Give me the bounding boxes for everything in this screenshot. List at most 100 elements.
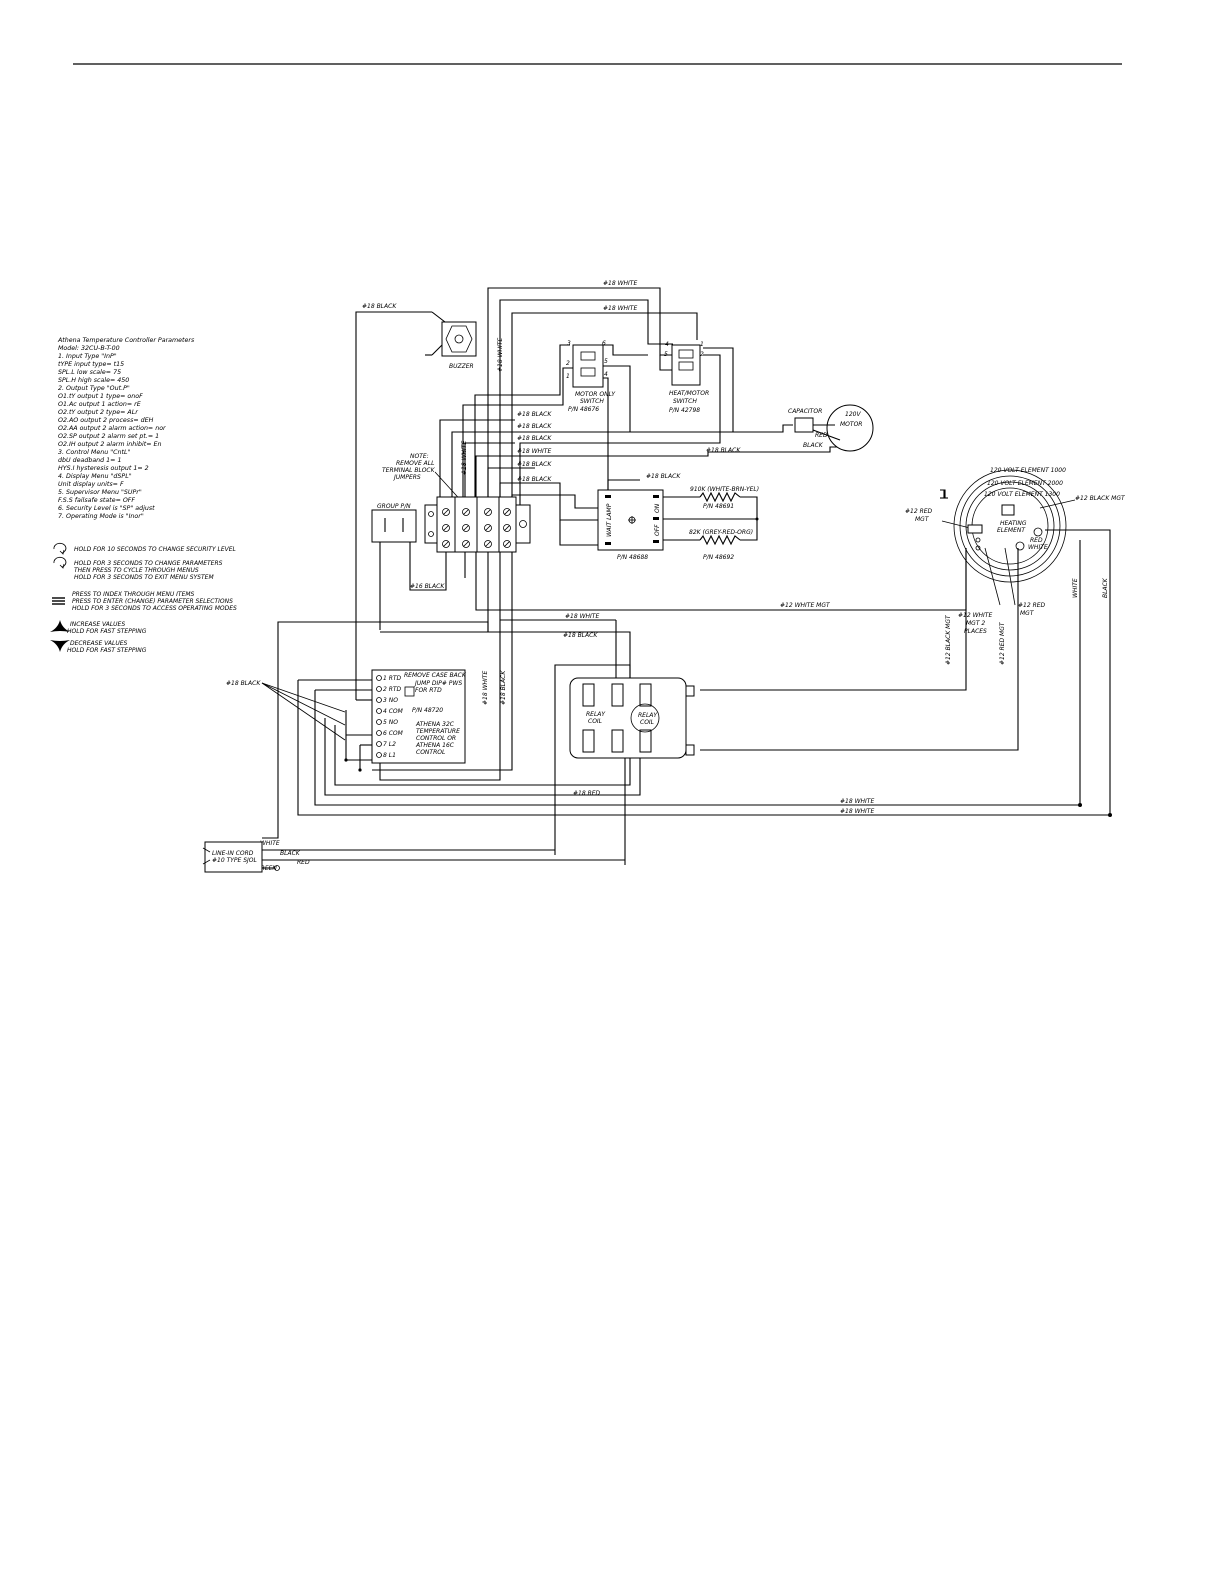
wire-label: BLACK <box>803 442 824 449</box>
cord-label: LINE-IN CORD <box>212 850 254 857</box>
param-line: Unit display units= F <box>58 480 124 488</box>
terminal-screw-slot <box>463 509 469 515</box>
svg-text:4: 4 <box>604 371 608 378</box>
controller-note: REMOVE CASE BACK <box>404 672 467 679</box>
wire-label: #12 BLACK MGT <box>1075 495 1126 502</box>
legend-4-line-1: INCREASE VALUES <box>70 621 125 628</box>
relay-center-label: COIL <box>640 719 654 726</box>
terminal-screw <box>462 524 470 532</box>
wire-label: #18 WHITE <box>497 338 504 372</box>
note-line: REMOVE ALL <box>396 460 434 467</box>
controller-terminal <box>376 708 382 714</box>
svg-text:3: 3 <box>567 340 571 347</box>
wire-labels: #18 WHITE #18 WHITE #18 BLACK #18 WHITE … <box>226 280 1126 872</box>
controller-terminal-label: 1 RTD <box>383 675 402 682</box>
wire-label: #12 BLACK MGT <box>945 614 952 665</box>
terminal-screw <box>442 524 450 532</box>
legend-2-line-2: THEN PRESS TO CYCLE THROUGH MENUS <box>74 567 199 574</box>
param-line: O1.Ac output 1 action= rE <box>58 400 141 408</box>
legend-4-line-2: HOLD FOR FAST STEPPING <box>67 628 147 635</box>
wire-label: #12 WHITE MGT <box>780 602 831 609</box>
legend-3-line-1: PRESS TO INDEX THROUGH MENU ITEMS <box>72 591 195 598</box>
controller-terminal-label: 6 COM <box>383 730 404 737</box>
controller-terminal-label: 7 L2 <box>383 741 396 748</box>
motor-only-switch-pn: P/N 48676 <box>568 406 599 413</box>
switch-pn: P/N 48688 <box>617 554 648 561</box>
wire-label: #18 BLACK <box>517 476 552 483</box>
resistor-82k: 82K (GREY-RED-ORG) <box>689 529 753 536</box>
param-line: 5. Supervisor Menu "SUPr" <box>58 489 142 496</box>
resistor-910k: 910K (WHITE-BRN-YEL) <box>690 486 759 493</box>
terminal-screw-slot <box>485 525 491 531</box>
terminal-screw <box>503 540 511 548</box>
legend-5-line-1: DECREASE VALUES <box>70 640 127 647</box>
legend-5-line-2: HOLD FOR FAST STEPPING <box>67 647 147 654</box>
up-arrow-icon <box>50 620 70 632</box>
controller-desc: CONTROL <box>416 749 445 756</box>
controller-parameters: Athena Temperature Controller Parameters… <box>57 336 195 520</box>
heat-motor-switch: 4 1 5 2 HEAT/MOTOR SWITCH P/N 42798 <box>664 341 709 414</box>
controller-desc: TEMPERATURE <box>416 728 460 735</box>
wire-label: #18 BLACK <box>500 670 507 705</box>
switch-label-on: ON <box>654 503 661 513</box>
wire-label: #18 BLACK <box>517 423 552 430</box>
wire-label: #16 BLACK <box>410 583 445 590</box>
wire-label: #18 BLACK <box>362 303 397 310</box>
wire-label: MGT <box>915 516 930 523</box>
relay-label: RELAY <box>586 711 606 718</box>
wire-label: BLACK <box>280 850 301 857</box>
relay-label: COIL <box>588 718 602 725</box>
terminal-screw <box>442 540 450 548</box>
heating-element: 120 VOLT ELEMENT 1000 120 VOLT ELEMENT 2… <box>940 467 1067 583</box>
terminal-screw <box>503 508 511 516</box>
wire-label: #12 RED <box>905 508 933 515</box>
param-line: 7. Operating Mode is "Inor" <box>58 512 144 520</box>
heat-motor-switch-label: HEAT/MOTOR <box>669 390 709 397</box>
svg-text:2: 2 <box>566 360 570 367</box>
wire-label: #18 BLACK <box>563 632 598 639</box>
motor-only-switch-label2: SWITCH <box>580 398 604 405</box>
controller-terminal-label: 3 NO <box>383 697 398 704</box>
param-line: F.S.S failsafe state= OFF <box>58 496 135 504</box>
motor-only-switch-label: MOTOR ONLY <box>575 391 616 398</box>
wire-label: GREEN <box>256 865 277 872</box>
terminal-screw-slot <box>443 541 449 547</box>
controller-terminal-label: 2 RTD <box>383 686 402 693</box>
controller-terminal <box>376 686 382 692</box>
switch-label-off: OFF <box>654 524 661 536</box>
wire-label: WHITE <box>260 840 280 847</box>
wire-label: #18 BLACK <box>706 447 741 454</box>
wire-label: #12 RED MGT <box>999 621 1006 665</box>
param-line: O2.IH output 2 alarm inhibit= En <box>58 440 161 448</box>
element-ext-label: RED <box>1030 537 1043 544</box>
terminal-screw <box>484 524 492 532</box>
wire-label: #18 WHITE <box>603 305 637 312</box>
note-line: JUMPERS <box>393 474 421 481</box>
terminal-screw <box>462 508 470 516</box>
terminal-screw-slot <box>463 525 469 531</box>
controller-terminal-label: 8 L1 <box>383 752 396 759</box>
controller-terminal-label: 4 COM <box>383 708 404 715</box>
params-title: Athena Temperature Controller Parameters <box>57 336 195 344</box>
wire-network <box>261 287 1112 871</box>
wire-label: PLACES <box>964 628 987 635</box>
buzzer-label: BUZZER <box>449 363 474 370</box>
svg-text:5: 5 <box>604 358 608 365</box>
wire-label: #18 WHITE <box>840 798 874 805</box>
wire-label: #18 RED <box>573 790 601 797</box>
param-line: O2.AO output 2 process= dEH <box>58 416 154 424</box>
controller-terminal <box>376 730 382 736</box>
heat-motor-switch-pn: P/N 42798 <box>669 407 700 414</box>
param-line: O2.tY output 2 type= ALr <box>58 408 138 416</box>
down-arrow-icon <box>50 640 70 652</box>
wire-label: MGT <box>1020 610 1035 617</box>
terminal-screw-slot <box>504 509 510 515</box>
wire-label: #18 WHITE <box>840 808 874 815</box>
wire-label: #18 WHITE <box>461 441 468 475</box>
legend-3-line-2: PRESS TO ENTER (CHANGE) PARAMETER SELECT… <box>72 598 233 605</box>
terminal-screw <box>442 508 450 516</box>
svg-text:1: 1 <box>566 373 570 380</box>
group-pn: GROUP P/N <box>377 503 411 510</box>
svg-text:6: 6 <box>602 340 606 347</box>
wire-label: #18 WHITE <box>565 613 599 620</box>
